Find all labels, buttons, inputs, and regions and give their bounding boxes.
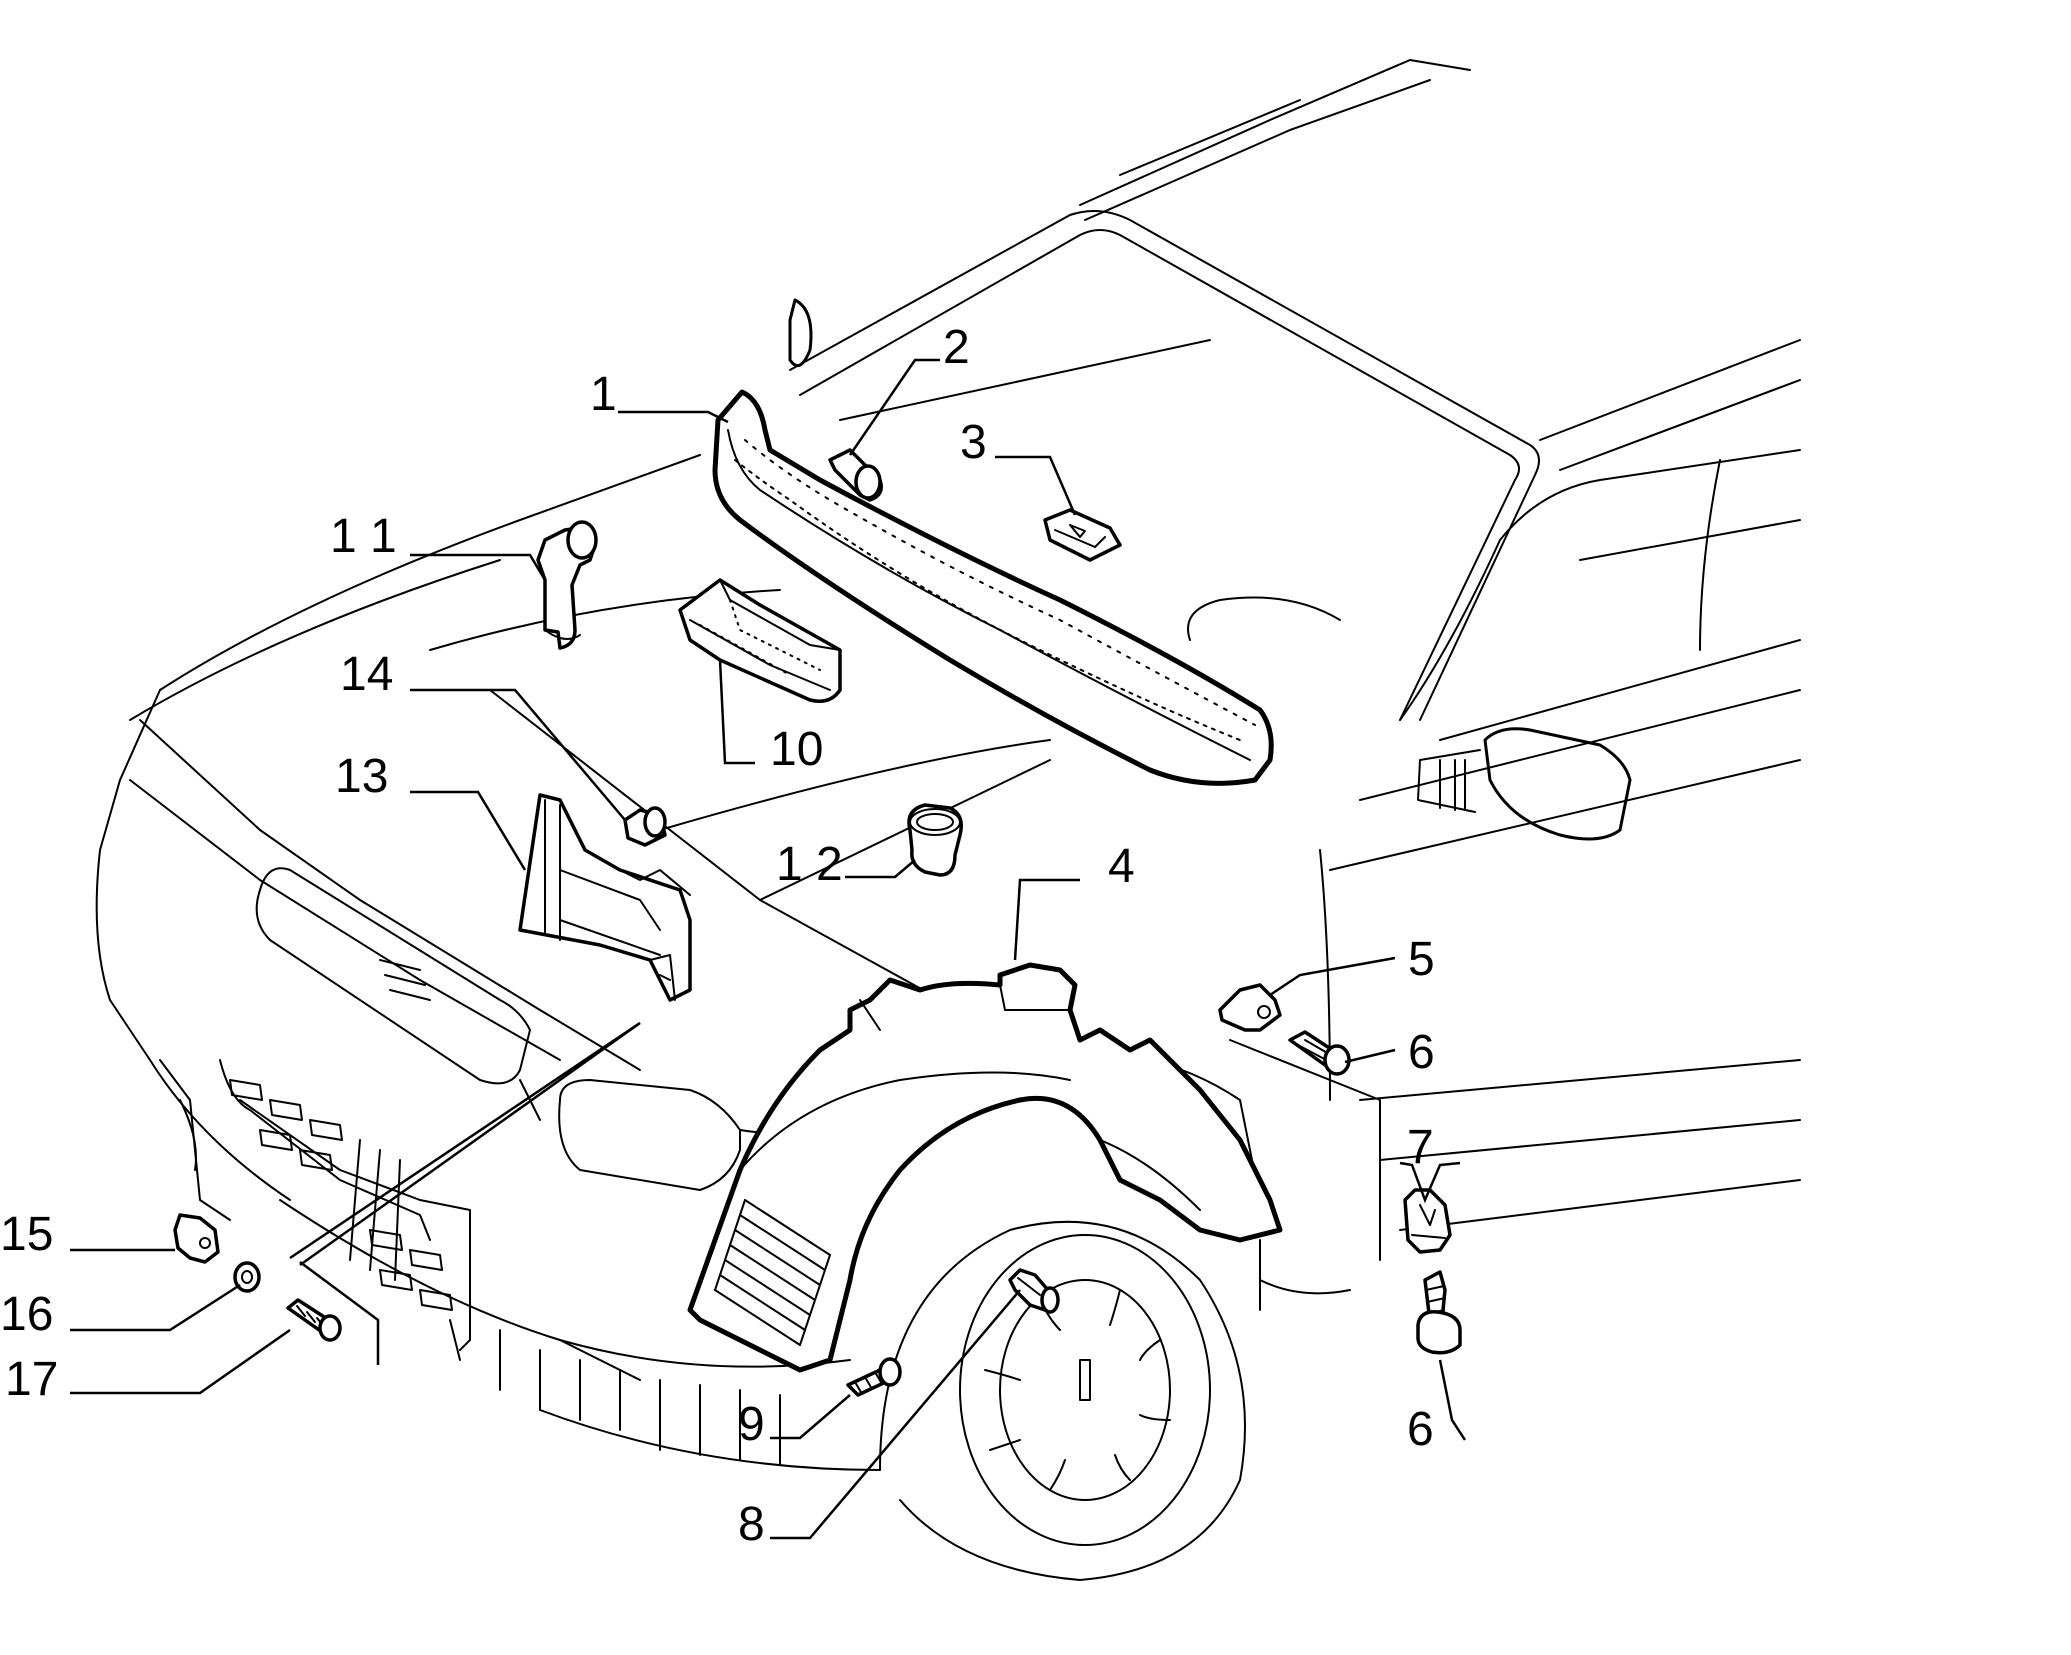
leader-3 bbox=[995, 455, 1077, 516]
callout-1: 1 bbox=[590, 368, 617, 421]
part-13-bracket bbox=[518, 793, 692, 1002]
part-2-screw bbox=[828, 448, 883, 502]
leader-12 bbox=[845, 859, 916, 879]
callout-7: 7 bbox=[1407, 1121, 1434, 1174]
part-6-upper-screw bbox=[1288, 1030, 1351, 1076]
leader-2 bbox=[848, 358, 940, 456]
leader-10 bbox=[718, 659, 755, 765]
callout-16: 16 bbox=[0, 1288, 53, 1341]
leader-6a bbox=[1344, 1048, 1396, 1064]
callout-17: 17 bbox=[5, 1353, 58, 1406]
callout-12: 1 2 bbox=[776, 838, 843, 891]
part-12-grommet bbox=[907, 803, 963, 877]
callout-13: 13 bbox=[335, 750, 388, 803]
callout-labels: 1 2 3 4 5 6 7 6 8 9 10 1 1 1 2 13 14 15 … bbox=[0, 321, 1435, 1551]
lower-grille-slots bbox=[229, 1079, 453, 1311]
car-body-outline bbox=[95, 59, 1801, 1581]
leader-14 bbox=[410, 688, 626, 821]
part-10-channel bbox=[678, 578, 842, 703]
part-5-clip bbox=[1218, 983, 1282, 1032]
leader-17 bbox=[70, 1328, 291, 1395]
leader-16 bbox=[70, 1283, 241, 1332]
part-16-washer bbox=[233, 1261, 261, 1293]
leader-11 bbox=[410, 553, 547, 581]
part-15-clip bbox=[173, 1213, 220, 1264]
part-4-wheel-arch-liner bbox=[687, 962, 1283, 1373]
part-9-screw bbox=[846, 1357, 902, 1397]
part-6-lower-bolt bbox=[1416, 1270, 1462, 1355]
leader-6b bbox=[1438, 1359, 1467, 1441]
callout-14: 14 bbox=[340, 648, 393, 701]
leader-13 bbox=[410, 790, 527, 871]
leader-1 bbox=[618, 410, 729, 424]
part-14-push-clip bbox=[623, 806, 667, 847]
leader-8 bbox=[770, 1289, 1021, 1540]
callout-9: 9 bbox=[738, 1398, 765, 1451]
leader-9 bbox=[770, 1394, 851, 1440]
callout-11: 1 1 bbox=[330, 510, 397, 563]
callout-5: 5 bbox=[1408, 933, 1435, 986]
callout-2: 2 bbox=[943, 321, 970, 374]
callout-6b: 6 bbox=[1407, 1403, 1434, 1456]
front-wheel bbox=[879, 1220, 1246, 1581]
part-17-screw bbox=[286, 1298, 342, 1342]
leader-7 bbox=[1399, 1161, 1461, 1204]
callout-4: 4 bbox=[1108, 840, 1135, 893]
callout-15: 15 bbox=[0, 1208, 53, 1261]
leader-4 bbox=[1013, 878, 1080, 961]
callout-3: 3 bbox=[960, 416, 987, 469]
callout-8: 8 bbox=[738, 1498, 765, 1551]
liner-vent-slats bbox=[714, 1199, 831, 1346]
part-1-cowl-seal bbox=[712, 389, 1274, 786]
part-11-duct-elbow bbox=[536, 520, 598, 650]
callout-10: 10 bbox=[770, 723, 823, 776]
callout-6a: 6 bbox=[1408, 1026, 1435, 1079]
leader-lines bbox=[70, 358, 1467, 1540]
part-3-clip bbox=[1043, 508, 1122, 562]
part-8-push-clip bbox=[1008, 1268, 1060, 1314]
part-7-clip-nut bbox=[1403, 1188, 1452, 1254]
leader-5 bbox=[1269, 956, 1396, 997]
